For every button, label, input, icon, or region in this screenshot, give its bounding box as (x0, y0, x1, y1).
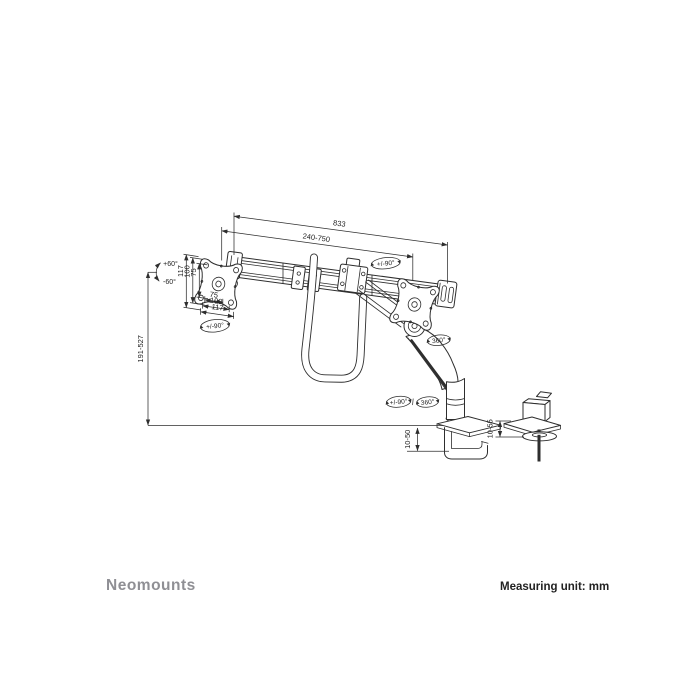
dimension-height-range: 191-527 (136, 271, 157, 426)
annotation-base-rotation: 360° (415, 396, 440, 408)
vesa-plate-right (389, 278, 440, 331)
label-top-rotation: +/-90° (377, 259, 396, 269)
dim-label-vesa-v-75: 75 (189, 268, 198, 276)
dimension-grommet-range: 10-55 (485, 419, 524, 438)
dim-label-vesa-v-100: 100 (182, 265, 191, 278)
gas-spring-arm (405, 329, 459, 393)
dim-label-vesa-h-100: 100 (209, 296, 223, 307)
label-tilt-up: +60° (163, 260, 178, 268)
dim-label-10-50: 10-50 (403, 430, 412, 449)
dim-label-vesa-h-117: 117 (211, 302, 224, 313)
dimension-width-range: 240-750 (221, 227, 414, 281)
dim-label-240-750: 240-750 (302, 231, 330, 244)
crossbar-right-endcap (434, 279, 458, 309)
label-arm-rotation: 360° (432, 336, 447, 345)
annotation-tilt: +60° -60° (153, 260, 178, 286)
measuring-unit-label: Measuring unit: mm (500, 581, 610, 593)
cable-hook (301, 253, 368, 383)
label-tilt-down: -60° (163, 278, 176, 286)
label-vesa-rotation: +/-90° (206, 321, 225, 331)
label-base-rotation: 360° (420, 398, 435, 407)
label-base-pan: +/-90° (389, 397, 408, 407)
annotation-arm-rotation: 360° (426, 334, 451, 346)
dimension-clamp-range: 10-50 (403, 427, 449, 452)
annotation-vesa-rotation: +/-90° (199, 319, 231, 333)
annotation-base-pan: +/-90° (385, 395, 412, 408)
dimension-vesa-vertical: 117 100 75 (176, 253, 209, 311)
dimension-vesa-horizontal: 75 100 117 (200, 290, 234, 319)
label-base-separator: / (411, 397, 416, 407)
dim-label-833: 833 (333, 218, 347, 229)
dim-label-vesa-h-75: 75 (209, 290, 219, 300)
grommet-base (503, 391, 561, 462)
dim-label-191-527: 191-527 (136, 335, 145, 363)
arm-post (445, 378, 466, 423)
dim-label-10-55: 10-55 (485, 419, 494, 438)
neomounts-logo: Neomounts (106, 577, 196, 594)
dim-label-vesa-v-117: 117 (176, 265, 185, 277)
crossbar-bracket-a (290, 265, 306, 291)
crossbar-center-bracket (337, 257, 369, 295)
annotation-top-rotation: +/-90° (370, 257, 401, 270)
